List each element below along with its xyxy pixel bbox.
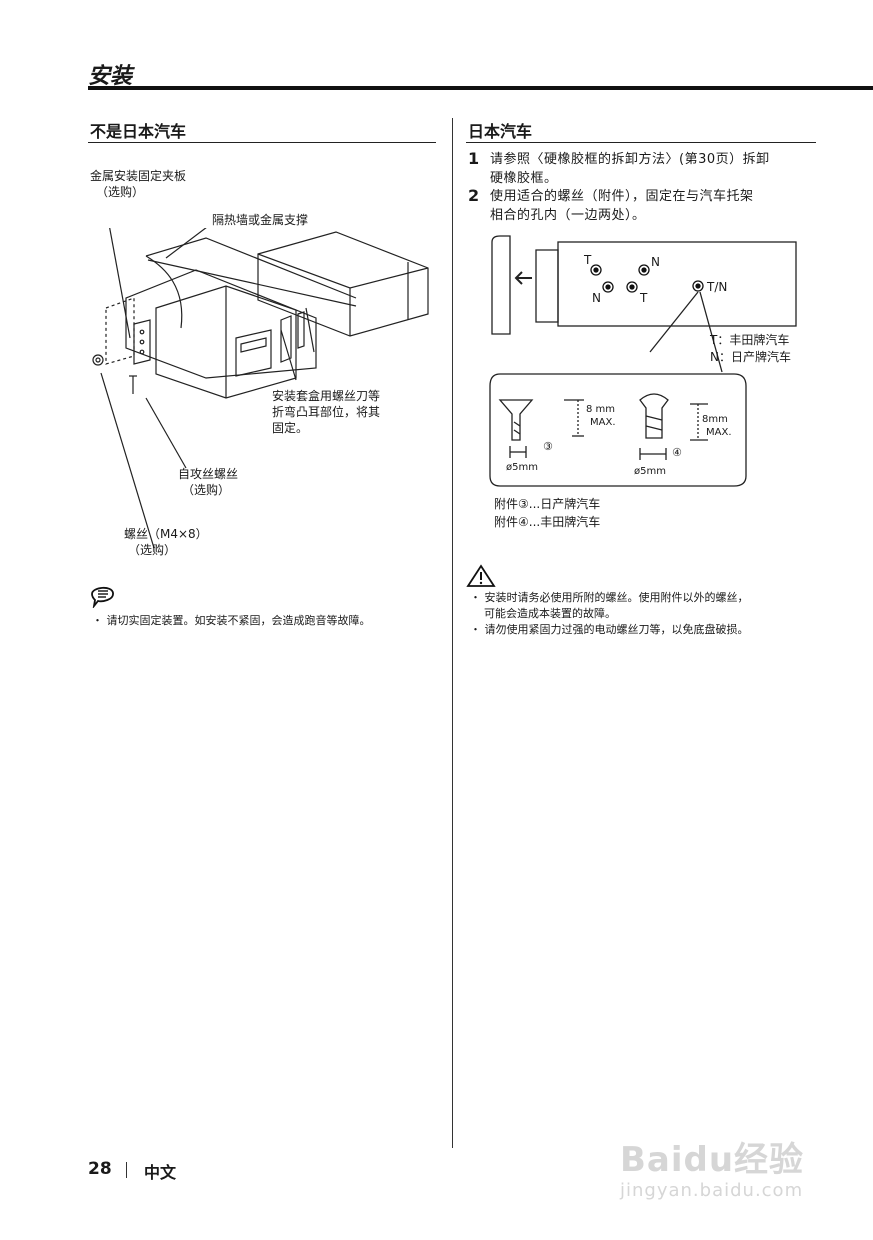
caution-line-3: ・ 请勿使用紧固力过强的电动螺丝刀等，以免底盘破损。 [470,623,749,636]
label-bend-line3: 固定。 [272,421,309,435]
left-heading: 不是日本汽车 [90,122,187,141]
screw3-number: ③ [543,440,553,453]
screw4-length-value: 8mm [702,414,728,425]
column-divider [452,118,453,1148]
legend-nissan: N：日产牌汽车 [710,350,791,364]
step-1-number: 1 [468,149,480,168]
label-screw: 螺丝（M4×8） （选购） [124,526,208,558]
hole-label-n2: N [592,291,601,305]
label-bend-line1: 安装套盒用螺丝刀等 [272,389,381,403]
hole-label-t1: T [584,253,592,267]
accessory-4: 附件④...丰田牌汽车 [494,515,601,529]
accessory-3: 附件③...日产牌汽车 [494,497,601,511]
screw3-diameter: ø5mm [506,462,538,473]
step-2-number: 2 [468,186,480,205]
japanese-car-diagram [489,235,797,487]
left-heading-rule [88,142,436,143]
label-self-tap-line1: 自攻丝螺丝 [178,467,239,481]
left-note: ・ 请切实固定装置。如安装不紧固，会造成跑音等故障。 [92,614,371,627]
label-firewall: 隔热墙或金属支撑 [212,213,309,227]
note-icon [91,586,114,608]
caution-line-1: ・ 安装时请务必使用所附的螺丝。使用附件以外的螺丝， [470,591,749,604]
right-heading: 日本汽车 [468,122,533,141]
label-self-tap-line2: （选购） [182,483,231,497]
watermark-url: jingyan.baidu.com [620,1180,804,1201]
label-bend-line2: 折弯凸耳部位，将其 [272,405,381,419]
label-bracket-line2: （选购） [96,185,145,199]
step-1-text: 请参照〈硬橡胶框的拆卸方法〉(第30页）拆卸 硬橡胶框。 [490,150,770,188]
step-2-text: 使用适合的螺丝（附件），固定在与汽车托架 相合的孔内（一边两处）。 [490,187,754,225]
screw4-length: 8mm MAX. [702,413,732,439]
hole-label-tn: T/N [707,280,728,294]
step-1-line1: 请参照〈硬橡胶框的拆卸方法〉(第30页）拆卸 [490,152,770,167]
footer-separator [126,1162,127,1178]
page-number: 28 [88,1159,112,1179]
hole-label-n1: N [651,255,660,269]
page-title: 安装 [88,64,133,89]
installation-illustration [92,228,429,549]
screw4-diameter: ø5mm [634,466,666,477]
screw3-length: 8 mm MAX. [586,403,616,429]
label-bracket: 金属安装固定夹板 （选购） [90,168,186,200]
title-rule [88,86,873,90]
step-2-line1: 使用适合的螺丝（附件），固定在与汽车托架 [490,189,754,204]
label-self-tap: 自攻丝螺丝 （选购） [178,466,238,498]
caution-line-2: 可能会造成本装置的故障。 [484,607,616,620]
screw4-number: ④ [672,446,682,459]
step-1-line2: 硬橡胶框。 [490,171,558,186]
right-heading-rule [466,142,816,143]
label-bracket-line1: 金属安装固定夹板 [90,169,187,183]
legend-toyota: T：丰田牌汽车 [710,333,790,347]
caution-text: ・ 安装时请务必使用所附的螺丝。使用附件以外的螺丝， 可能会造成本装置的故障。 … [470,590,749,638]
label-screw-line2: （选购） [128,543,177,557]
screw4-max: MAX. [706,427,732,438]
footer-language: 中文 [144,1163,177,1182]
watermark-logo: Baidu经验 [620,1140,805,1180]
hole-label-t2: T [640,291,648,305]
label-screw-line1: 螺丝（M4×8） [124,527,208,541]
screw3-length-value: 8 mm [586,404,616,415]
step-2-line2: 相合的孔内（一边两处）。 [490,208,646,223]
caution-icon [466,564,496,587]
label-bend-tabs: 安装套盒用螺丝刀等 折弯凸耳部位，将其 固定。 [272,388,380,436]
screw3-max: MAX. [590,417,616,428]
